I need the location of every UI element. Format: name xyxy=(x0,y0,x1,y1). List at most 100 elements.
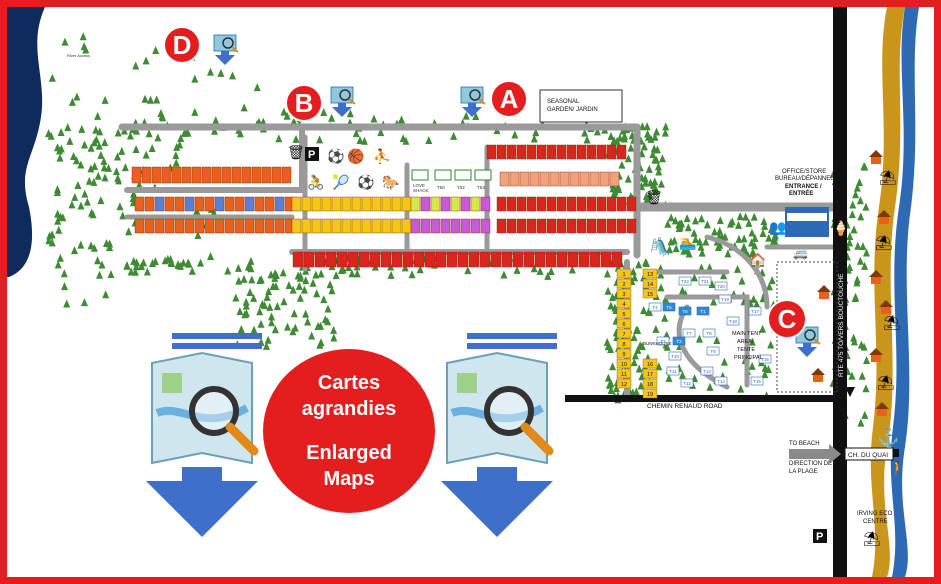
garbage-icon-2: 🗑 xyxy=(645,189,663,205)
tree-icon xyxy=(710,297,718,306)
marker-b[interactable]: B xyxy=(285,84,323,122)
tree-icon xyxy=(408,270,416,279)
tree-icon xyxy=(61,37,69,46)
tree-icon xyxy=(60,269,68,278)
tree-icon xyxy=(547,267,555,276)
tree-icon xyxy=(330,325,338,334)
tree-icon xyxy=(66,136,74,145)
badge-line-1: Cartes xyxy=(318,372,380,394)
tree-icon xyxy=(665,373,673,382)
campsite xyxy=(611,251,623,268)
tree-icon xyxy=(748,337,756,346)
tree-icon xyxy=(387,270,395,279)
tree-icon xyxy=(268,318,276,327)
marker-c[interactable]: C xyxy=(767,299,807,339)
tent-site-number: T16 xyxy=(761,357,769,362)
campsite xyxy=(420,196,431,212)
magnifier-map-icon[interactable] xyxy=(330,86,356,117)
parking-label-2: P xyxy=(816,531,823,543)
tree-icon xyxy=(720,271,728,280)
magnifier-map-icon[interactable] xyxy=(460,86,486,117)
tree-icon xyxy=(638,342,646,351)
tree-icon xyxy=(92,125,100,134)
tree-icon xyxy=(740,234,748,243)
tree-icon xyxy=(112,167,120,176)
enlarged-maps-badge[interactable]: Cartes agrandies Enlarged Maps xyxy=(263,349,435,513)
tree-icon xyxy=(846,232,854,241)
beach-umbrella-icon: ⛱ xyxy=(877,374,895,390)
tree-icon xyxy=(643,122,651,131)
campsite xyxy=(596,218,607,234)
tree-icon xyxy=(63,299,71,308)
campsite xyxy=(321,218,332,234)
tree-icon xyxy=(280,297,288,306)
tree-icon xyxy=(312,270,320,279)
tree-icon xyxy=(242,297,250,306)
tree-icon xyxy=(74,181,82,190)
tree-icon xyxy=(290,309,298,318)
tree-icon xyxy=(261,301,269,310)
campsite xyxy=(556,196,567,212)
tree-icon xyxy=(852,292,860,301)
tree-icon xyxy=(720,357,728,366)
tree-icon xyxy=(177,133,185,142)
campsite-number: 16 xyxy=(647,362,653,368)
tree-icon xyxy=(280,107,288,116)
campsite xyxy=(331,218,342,234)
tree-icon xyxy=(159,113,167,122)
enlarged-map-icon-left[interactable] xyxy=(146,333,262,537)
marker-a[interactable]: A xyxy=(490,80,528,118)
tree-icon xyxy=(113,152,121,161)
campsite xyxy=(391,251,403,268)
down-arrow-icon xyxy=(441,481,553,537)
tree-icon xyxy=(168,259,176,268)
tree-icon xyxy=(767,340,775,349)
campsite-yellow xyxy=(616,308,632,319)
tree-icon xyxy=(644,196,652,205)
campsite xyxy=(578,251,590,268)
campsite xyxy=(460,218,471,234)
tree-icon xyxy=(107,269,115,278)
tree-icon xyxy=(81,140,89,149)
anchor-icon: ⚓ xyxy=(877,426,899,447)
magnifier-map-icon[interactable] xyxy=(213,34,239,65)
arrow-stripe xyxy=(467,333,557,339)
campsite-yellow xyxy=(616,298,632,309)
tree-icon xyxy=(94,171,102,180)
campsite xyxy=(536,218,547,234)
tree-icon xyxy=(257,319,265,328)
tree-icon xyxy=(645,164,653,173)
tree-icon xyxy=(532,128,540,137)
campsite xyxy=(516,144,527,160)
campsite xyxy=(291,218,302,234)
tree-icon xyxy=(197,258,205,267)
tree-icon xyxy=(658,154,666,163)
campsite-yellow xyxy=(616,348,632,359)
tree-icon xyxy=(59,213,67,222)
campsite-yellow xyxy=(616,288,632,299)
tree-icon xyxy=(250,293,258,302)
tree-icon xyxy=(751,241,759,250)
campsite xyxy=(254,218,265,234)
cycling-icon: 🚴 xyxy=(307,174,324,191)
tree-icon xyxy=(638,372,646,381)
campsite-number: 4 xyxy=(622,302,625,308)
tree-icon xyxy=(643,259,651,268)
tree-icon xyxy=(513,265,521,274)
tree-icon xyxy=(646,307,654,316)
tree-icon xyxy=(685,249,693,258)
tree-icon xyxy=(450,131,458,140)
tree-icon xyxy=(302,309,310,318)
campsite xyxy=(336,251,348,268)
marker-d[interactable]: D xyxy=(163,26,201,64)
tree-icon xyxy=(748,228,756,237)
beach-umbrella-icon: ⛱ xyxy=(883,314,901,330)
enlarged-map-icon-right[interactable] xyxy=(441,333,557,537)
tree-icon xyxy=(256,307,264,316)
tree-icon xyxy=(860,342,868,351)
tree-icon xyxy=(176,140,184,149)
campsite xyxy=(546,196,557,212)
campsite xyxy=(361,218,372,234)
campsite xyxy=(556,218,567,234)
